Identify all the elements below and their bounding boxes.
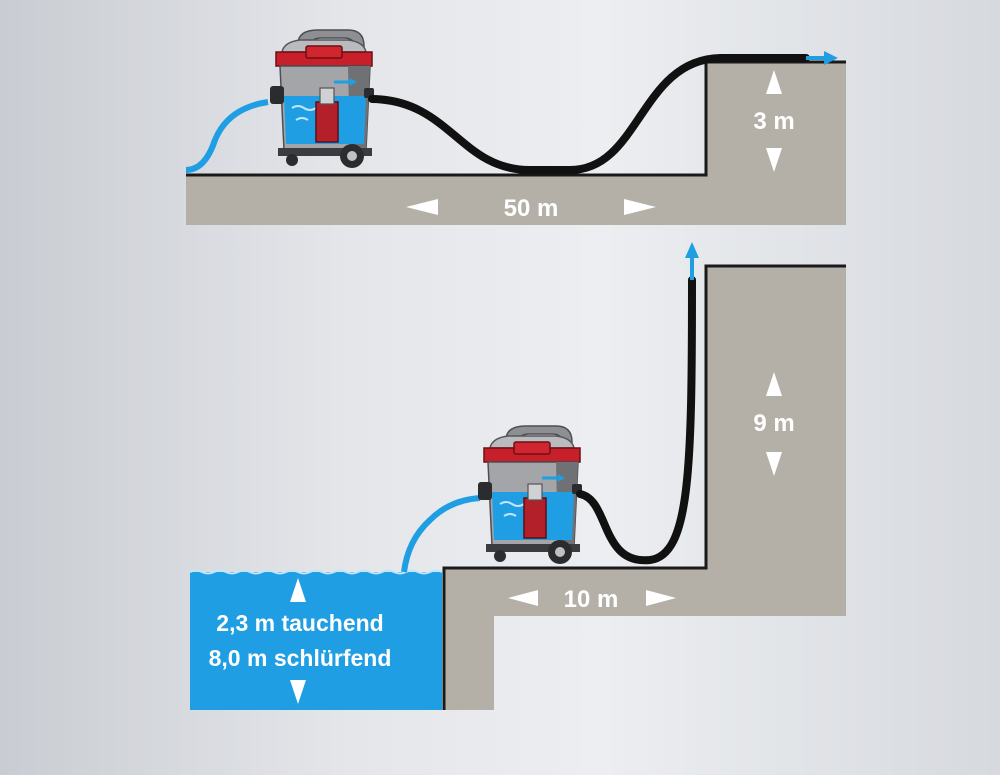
top-flow-arrowhead	[824, 51, 838, 65]
bottom-height-arrow-down	[766, 452, 782, 476]
top-distance-arrow-right	[624, 199, 656, 215]
top-height-arrow-up	[766, 70, 782, 94]
bottom-ground-edge	[442, 264, 846, 710]
depth-label-suction: 8,0 m schlürfend	[209, 645, 392, 671]
depth-arrow-down	[290, 680, 306, 704]
depth-label-submersed: 2,3 m tauchend	[216, 610, 383, 636]
top-pump	[268, 28, 376, 170]
water-pool	[190, 572, 442, 710]
top-height-label: 3 m	[753, 108, 794, 135]
bottom-scene: 10 m 9 m 2,3 m tauchend 8,0 m schlürfend	[189, 242, 846, 710]
bottom-distance-arrow-left	[508, 590, 538, 606]
bottom-intake-hose	[401, 495, 481, 573]
water-surface	[189, 569, 443, 575]
bottom-ground	[444, 266, 846, 710]
bottom-distance-arrow-right	[646, 590, 676, 606]
bottom-height-label: 9 m	[753, 410, 794, 437]
depth-arrow-up	[290, 578, 306, 602]
top-height-arrow-down	[766, 148, 782, 172]
bottom-distance-label: 10 m	[564, 586, 619, 613]
bottom-discharge-hose	[576, 276, 696, 565]
bottom-pump	[476, 424, 584, 566]
top-distance-arrow-left	[406, 199, 438, 215]
top-intake-hose	[185, 99, 269, 173]
bottom-height-arrow-up	[766, 372, 782, 396]
bottom-flow-arrowhead	[685, 242, 699, 258]
top-scene: 50 m 3 m	[185, 28, 846, 225]
top-ground	[186, 62, 846, 225]
top-distance-label: 50 m	[504, 195, 559, 222]
top-discharge-hose	[368, 54, 810, 174]
